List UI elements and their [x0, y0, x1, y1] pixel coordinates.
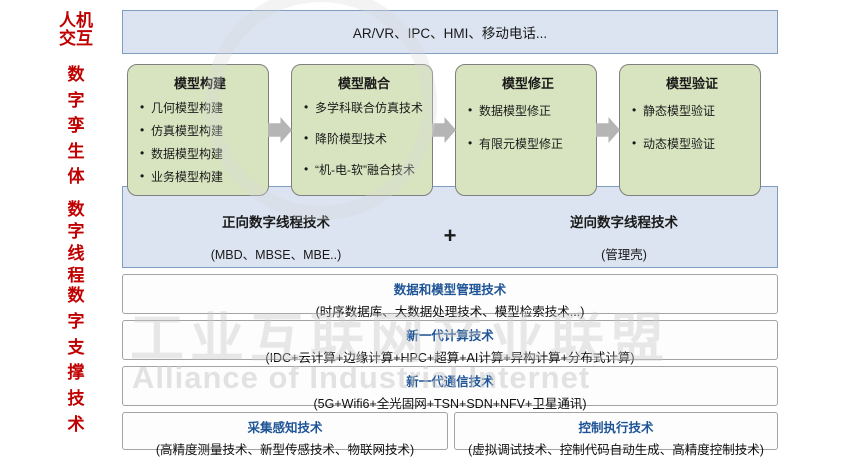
- row-sub: (5G+Wifi6+全光固网+TSN+SDN+NFV+卫星通讯): [313, 397, 587, 411]
- model-box-fusion: 模型融合 多学科联合仿真技术 降阶模型技术 “机-电-软”融合技术: [291, 64, 433, 196]
- reverse-thread-sub: (管理壳): [601, 248, 647, 262]
- flow-arrow-icon: [268, 117, 292, 143]
- list-item: 多学科联合仿真技术: [302, 100, 426, 116]
- row-next-gen-computing: 新一代计算技术 (IDC+云计算+边缘计算+HPC+超算+AI计算+异构计算+分…: [122, 320, 778, 365]
- box-control-execution: 控制执行技术 (虚拟调试技术、控制代码自动生成、高精度控制技术): [454, 412, 778, 457]
- list-item: “机-电-软”融合技术: [302, 162, 426, 178]
- list-item: 几何模型构建: [138, 100, 262, 116]
- row-sub: (IDC+云计算+边缘计算+HPC+超算+AI计算+异构计算+分布式计算): [265, 351, 635, 365]
- box-sub: (高精度测量技术、新型传感技术、物联网技术): [155, 443, 415, 457]
- list-item: 有限元模型修正: [466, 136, 590, 152]
- list-item: 数据模型修正: [466, 103, 590, 119]
- model-box-title: 模型验证: [665, 76, 718, 91]
- model-box-title: 模型修正: [501, 76, 554, 91]
- forward-thread-sub: (MBD、MBSE、MBE..): [210, 248, 342, 262]
- label-digital-twin-body: 数字孪生体: [67, 65, 85, 186]
- plus-sign: +: [443, 223, 457, 248]
- row-title: 新一代通信技术: [406, 375, 494, 389]
- model-box-correction: 模型修正 数据模型修正 有限元模型修正: [455, 64, 597, 196]
- model-box-title: 模型构建: [173, 76, 226, 91]
- forward-thread-section: 正向数字线程技术 (MBD、MBSE、MBE..): [123, 211, 429, 267]
- reverse-thread-title: 逆向数字线程技术: [570, 215, 678, 230]
- label-human-machine-interaction: 人机交互: [59, 11, 93, 49]
- reverse-thread-section: 逆向数字线程技术 (管理壳): [471, 211, 777, 267]
- model-box-title: 模型融合: [337, 76, 390, 91]
- row-title: 数据和模型管理技术: [393, 283, 507, 297]
- hmi-devices-bar: AR/VR、IPC、HMI、移动电话...: [122, 10, 778, 54]
- list-item: 静态模型验证: [630, 103, 754, 119]
- row-next-gen-communication: 新一代通信技术 (5G+Wifi6+全光固网+TSN+SDN+NFV+卫星通讯): [122, 366, 778, 411]
- list-item: 降阶模型技术: [302, 131, 426, 147]
- label-digital-thread: 数字线程: [67, 200, 85, 286]
- hmi-devices-text: AR/VR、IPC、HMI、移动电话...: [352, 26, 548, 41]
- row-data-model-management: 数据和模型管理技术 (时序数据库、大数据处理技术、模型检索技术...): [122, 274, 778, 319]
- box-title: 采集感知技术: [247, 421, 323, 435]
- box-sensing-acquisition: 采集感知技术 (高精度测量技术、新型传感技术、物联网技术): [122, 412, 448, 457]
- digital-thread-band: 正向数字线程技术 (MBD、MBSE、MBE..) + 逆向数字线程技术 (管理…: [122, 186, 778, 268]
- model-box-items: 几何模型构建 仿真模型构建 数据模型构建 业务模型构建: [138, 100, 262, 185]
- list-item: 动态模型验证: [630, 136, 754, 152]
- box-sub: (虚拟调试技术、控制代码自动生成、高精度控制技术): [468, 443, 764, 457]
- row-title: 新一代计算技术: [406, 329, 494, 343]
- label-digital-support-tech: 数字支撑技术: [67, 286, 85, 435]
- flow-arrow-icon: [432, 117, 456, 143]
- row-sub: (时序数据库、大数据处理技术、模型检索技术...): [315, 305, 585, 319]
- model-box-items: 多学科联合仿真技术 降阶模型技术 “机-电-软”融合技术: [302, 100, 426, 178]
- box-title: 控制执行技术: [578, 421, 654, 435]
- model-box-construction: 模型构建 几何模型构建 仿真模型构建 数据模型构建 业务模型构建: [127, 64, 269, 196]
- model-box-validation: 模型验证 静态模型验证 动态模型验证: [619, 64, 761, 196]
- model-box-items: 数据模型修正 有限元模型修正: [466, 103, 590, 152]
- list-item: 业务模型构建: [138, 169, 262, 185]
- flow-arrow-icon: [596, 117, 620, 143]
- list-item: 仿真模型构建: [138, 123, 262, 139]
- forward-thread-title: 正向数字线程技术: [222, 215, 330, 230]
- list-item: 数据模型构建: [138, 146, 262, 162]
- model-box-items: 静态模型验证 动态模型验证: [630, 103, 754, 152]
